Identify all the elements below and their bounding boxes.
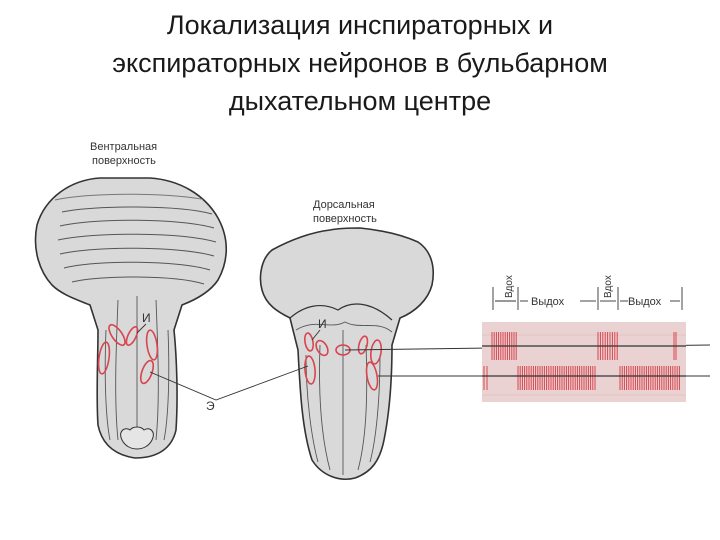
dorsal-label-line2: поверхность xyxy=(313,213,377,225)
dorsal-label-line1: Дорсальная xyxy=(313,199,375,211)
dorsal-inspiratory-mark: И xyxy=(318,317,327,331)
expiratory-mark: Э xyxy=(206,399,215,413)
ventral-label-line2: поверхность xyxy=(92,155,156,167)
ventral-inspiratory-mark: И xyxy=(142,311,151,325)
phase-inhale-1: Вдох xyxy=(504,275,515,298)
phase-inhale-2: Вдох xyxy=(603,275,614,298)
phase-exhale-2: Выдох xyxy=(628,296,662,308)
dorsal-brainstem: Дорсальная поверхность И xyxy=(260,199,433,479)
recording-panel xyxy=(482,322,686,402)
ventral-brainstem: Вентральная поверхность И xyxy=(35,141,226,458)
ventral-label-line1: Вентральная xyxy=(90,141,157,153)
phase-exhale-1: Выдох xyxy=(531,296,565,308)
